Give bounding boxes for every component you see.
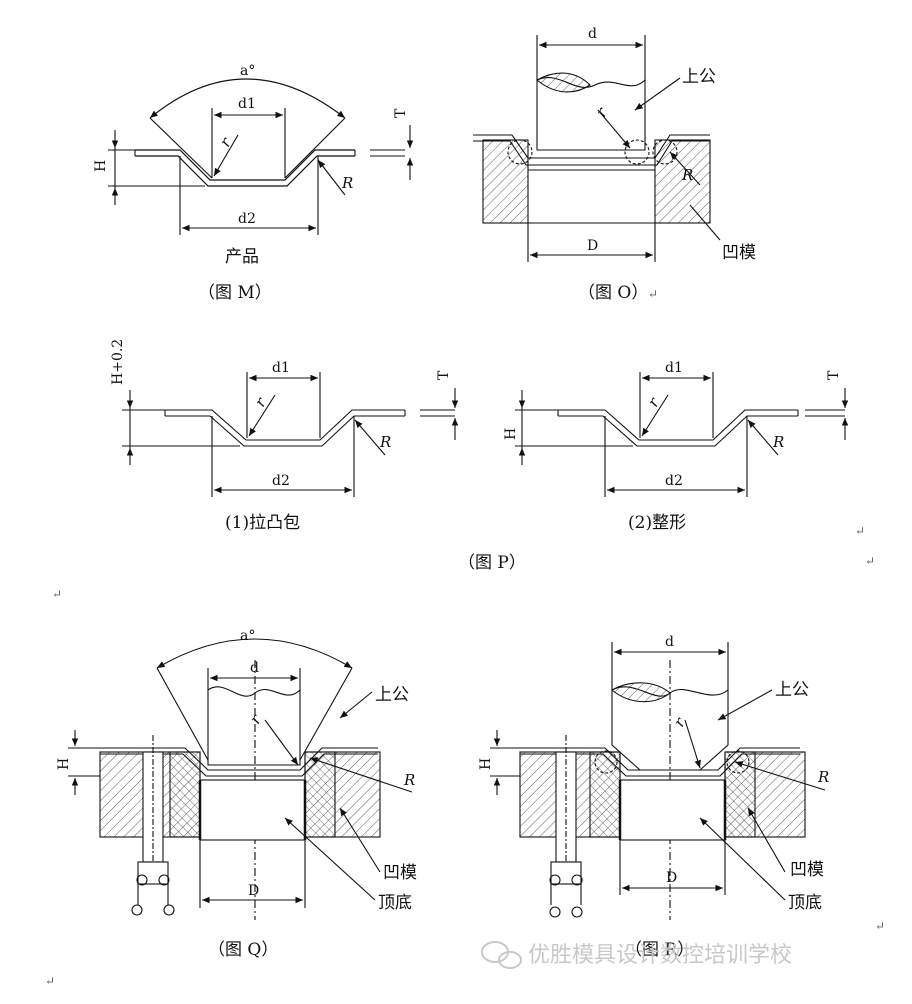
- fig-m-product-label: 产品: [225, 247, 259, 267]
- fig-p2-d2-label: d2: [665, 473, 683, 489]
- fig-m-angle-label: a°: [240, 63, 255, 79]
- fig-p1-t-label: T: [436, 370, 452, 380]
- return-mark: ↵: [52, 587, 62, 601]
- wechat-icon: [481, 941, 522, 969]
- fig-o-punch-label: 上公: [682, 67, 716, 87]
- fig-q-big-d-label: D: [248, 883, 259, 899]
- fig-r-punch-label: 上公: [775, 680, 809, 700]
- fig-q-h-label: H: [56, 758, 72, 770]
- fig-r-caption: （图 R）: [625, 940, 694, 960]
- fig-q-d-label: d: [250, 660, 259, 676]
- figure-q: [68, 638, 413, 920]
- fig-q-angle-label: a°: [240, 628, 255, 644]
- fig-p1-big-r-label: R: [379, 433, 391, 451]
- figure-p2: [515, 372, 849, 497]
- fig-p2-subcaption: (2)整形: [628, 513, 686, 533]
- fig-m-d1-label: d1: [238, 96, 256, 112]
- fig-r-h-label: H: [478, 758, 494, 770]
- fig-p-caption: （图 P）: [458, 553, 526, 573]
- fig-o-d-label: d: [588, 26, 597, 42]
- fig-m-t-label: T: [393, 108, 409, 118]
- fig-p1-d1-label: d1: [272, 360, 290, 376]
- fig-r-big-r-label: R: [817, 768, 829, 786]
- fig-q-caption: （图 Q）: [208, 940, 278, 960]
- fig-o-caption: （图 O）: [578, 283, 648, 303]
- fig-p1-h-plus-label: H+0.2: [110, 339, 126, 385]
- fig-r-ejector-label: 顶底: [788, 893, 822, 913]
- watermark-text: 优胜模具设计数控培训学校: [528, 943, 792, 968]
- fig-m-d2-label: d2: [238, 211, 256, 227]
- return-mark: ↵: [648, 287, 658, 301]
- fig-o-die-label: 凹模: [722, 243, 756, 263]
- return-mark: ↵: [875, 919, 885, 933]
- watermark: 优胜模具设计数控培训学校: [481, 941, 792, 969]
- fig-o-big-r-label: R: [681, 166, 693, 184]
- fig-q-die-label: 凹模: [383, 863, 417, 883]
- fig-m-caption: （图 M）: [198, 283, 272, 303]
- fig-m-r-label: r: [216, 134, 236, 150]
- fig-p2-big-r-label: R: [772, 433, 784, 451]
- return-mark: ↵: [45, 974, 55, 988]
- fig-r-big-d-label: D: [666, 870, 677, 886]
- fig-p1-d2-label: d2: [272, 473, 290, 489]
- figure-r: [490, 642, 826, 920]
- fig-q-ejector-label: 顶底: [378, 893, 412, 913]
- fig-p2-d1-label: d1: [665, 360, 683, 376]
- return-mark: ↵: [855, 524, 865, 538]
- fig-p2-r-label: r: [644, 394, 664, 410]
- fig-p1-subcaption: (1)拉凸包: [225, 513, 300, 533]
- fig-p2-h-label: H: [503, 428, 519, 440]
- fig-r-d-label: d: [665, 634, 674, 650]
- fig-o-big-d-label: D: [587, 238, 598, 254]
- fig-q-big-r-label: R: [403, 771, 415, 789]
- fig-m-big-r-label: R: [341, 174, 353, 192]
- fig-p1-r-label: r: [251, 394, 271, 410]
- fig-q-punch-label: 上公: [375, 685, 409, 705]
- return-mark: ↵: [865, 554, 875, 568]
- figure-p1: [122, 372, 459, 497]
- fig-m-h-label: H: [93, 160, 109, 172]
- fig-r-die-label: 凹模: [790, 860, 824, 880]
- figure-o: [473, 35, 721, 262]
- figure-m: [108, 78, 414, 235]
- fig-p2-t-label: T: [826, 370, 842, 380]
